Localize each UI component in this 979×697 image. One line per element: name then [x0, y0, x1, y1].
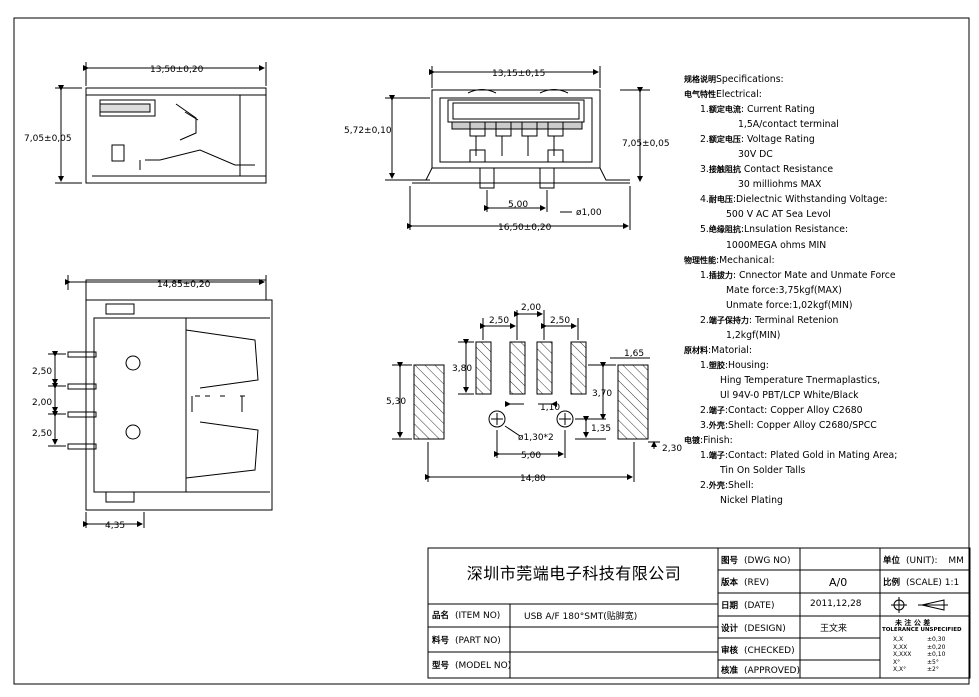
spec-line: 5.绝缘阻抗:Lnsulation Resistance: [700, 224, 849, 236]
dwg-no-label: 图号(DWG NO) [721, 556, 791, 566]
pcb-1480-dim: 14,80 [520, 474, 546, 484]
spec-line: 1.额定电流: Current Rating [700, 104, 815, 116]
spec-line: 1,5A/contact terminal [738, 119, 839, 131]
tolerance-row: X,X°±2° [893, 666, 939, 674]
top-pitch1-dim: 2,50 [32, 367, 52, 377]
rev-label: 版本(REV) [721, 578, 770, 588]
spec-line: Mate force:3,75kgf(MAX) [726, 284, 842, 296]
pcb-500-dim: 5,00 [521, 451, 541, 461]
scale-value: 1:1 [944, 578, 960, 588]
spec-line: Unmate force:1,02kgf(MIN) [726, 299, 853, 311]
company-name: 深圳市莞端电子科技有限公司 [466, 564, 682, 583]
pcb-380-dim: 3,80 [452, 364, 472, 374]
spec-line: 2.外壳:Shell: [700, 480, 754, 492]
pcb-370-dim: 3,70 [592, 389, 612, 399]
spec-line: Ul 94V-0 PBT/LCP White/Black [720, 389, 859, 401]
specification-list: 规格说明Specifications: 电气特性Electrical: 1.额定电流… [684, 72, 969, 508]
pcb-165-dim: 1,65 [624, 349, 644, 359]
pcb-110-dim: 1,10 [540, 403, 560, 413]
top-length-dim: 14,85±0,20 [157, 280, 211, 290]
part-no-label: 料号(PART NO) [432, 636, 501, 646]
spec-line: 30 milliohms MAX [738, 179, 822, 191]
side-length-dim: 13,50±0,20 [150, 65, 204, 75]
front-height-right-dim: 7,05±0,05 [622, 139, 670, 149]
spec-line: 2.端子:Contact: Copper Alloy C2680 [700, 405, 863, 417]
item-no-value: USB A/F 180°SMT(贴脚宽) [524, 612, 638, 622]
spec-line: 500 V AC AT Sea Levol [726, 209, 831, 221]
spec-line: 1.插拔力: Cnnector Mate and Unmate Force [700, 269, 896, 281]
tolerance-row: X,XX±0,20 [893, 643, 946, 651]
pcb-hole-dim: ø1,30*2 [518, 433, 554, 443]
top-tail-dim: 4,35 [105, 521, 125, 531]
top-pitch2-dim: 2,00 [32, 398, 52, 408]
front-peg-dim: ø1,00 [576, 208, 602, 218]
design-label: 设计(DESIGN) [721, 624, 786, 634]
pcb-250a-dim: 2,50 [489, 316, 509, 326]
spec-line: 1,2kgf(MIN) [726, 329, 781, 341]
tolerance-row: X,XXX±0,10 [893, 651, 946, 659]
side-view [55, 62, 267, 184]
spec-line: 规格说明Specifications: [684, 74, 784, 85]
spec-line: 1.塑胶:Housing: [700, 359, 769, 371]
spec-line: 4.耐电压:Dielectnic Withstanding Voltage: [700, 194, 888, 206]
front-view [385, 66, 650, 230]
spec-line: 电镀:Finish: [684, 435, 733, 447]
top-view [48, 275, 273, 528]
approved-label: 核准(APPROVED) [721, 666, 801, 676]
front-overall-dim: 16,50±0,20 [498, 223, 552, 233]
rev-value: A/0 [829, 576, 848, 589]
item-no-label: 品名(ITEM NO) [432, 611, 501, 621]
front-pitch-dim: 5,00 [508, 200, 528, 210]
pcb-250b-dim: 2,50 [550, 316, 570, 326]
unit-label: 单位(UNIT): MM [883, 556, 964, 566]
pcb-530-dim: 5,30 [386, 397, 406, 407]
pcb-200-dim: 2,00 [521, 303, 541, 313]
spec-line: 3.外壳:Shell: Copper Alloy C2680/SPCC [700, 420, 877, 432]
side-height-dim: 7,05±0,05 [24, 134, 72, 144]
scale-label: 比例(SCALE) 1:1 [883, 578, 960, 588]
tolerance-row: X,X±0,30 [893, 636, 946, 643]
unit-value: MM [948, 556, 964, 566]
drawing-frame [13, 17, 970, 685]
spec-line: 物理性能:Mechanical: [684, 254, 775, 266]
date-value: 2011,12,28 [810, 599, 862, 609]
date-label: 日期(DATE) [721, 601, 775, 611]
spec-line: Tin On Solder Talls [720, 465, 806, 477]
spec-line: 1.端子:Contact: Plated Gold in Mating Area… [700, 450, 898, 462]
spec-line: 原材料:Matorial: [684, 344, 753, 356]
checked-label: 审核(CHECKED) [721, 646, 795, 656]
spec-line: 2.额定电压: Voltage Rating [700, 134, 815, 146]
pcb-135-dim: 1,35 [591, 424, 611, 434]
spec-line: Hing Temperature Tnermaplastics, [720, 374, 881, 386]
spec-line: 30V DC [738, 149, 773, 161]
spec-line: 1000MEGA ohms MIN [726, 239, 827, 251]
spec-line: 电气特性Electrical: [684, 89, 762, 101]
tolerance-title-cn: 未 注 公 差 [895, 619, 931, 627]
spec-line: Nickel Plating [720, 495, 783, 507]
front-height-dim: 5,72±0,10 [344, 126, 392, 136]
tolerance-row: X°±5° [893, 658, 939, 666]
pcb-230-dim: 2,30 [662, 444, 682, 454]
front-width-dim: 13,15±0,15 [492, 69, 545, 79]
top-pitch3-dim: 2,50 [32, 429, 52, 439]
pcb-layout [392, 310, 660, 482]
title-block-grid [427, 547, 971, 679]
model-no-label: 型号(MODEL NO) [432, 661, 512, 671]
spec-line: 3.接触阻抗 Contact Resistance [700, 164, 834, 176]
design-value: 王文来 [820, 624, 848, 634]
spec-line: 2.端子保持力: Terminal Retenion [700, 314, 839, 326]
tolerance-title: TOLERANCE UNSPECIFIED [882, 627, 962, 633]
